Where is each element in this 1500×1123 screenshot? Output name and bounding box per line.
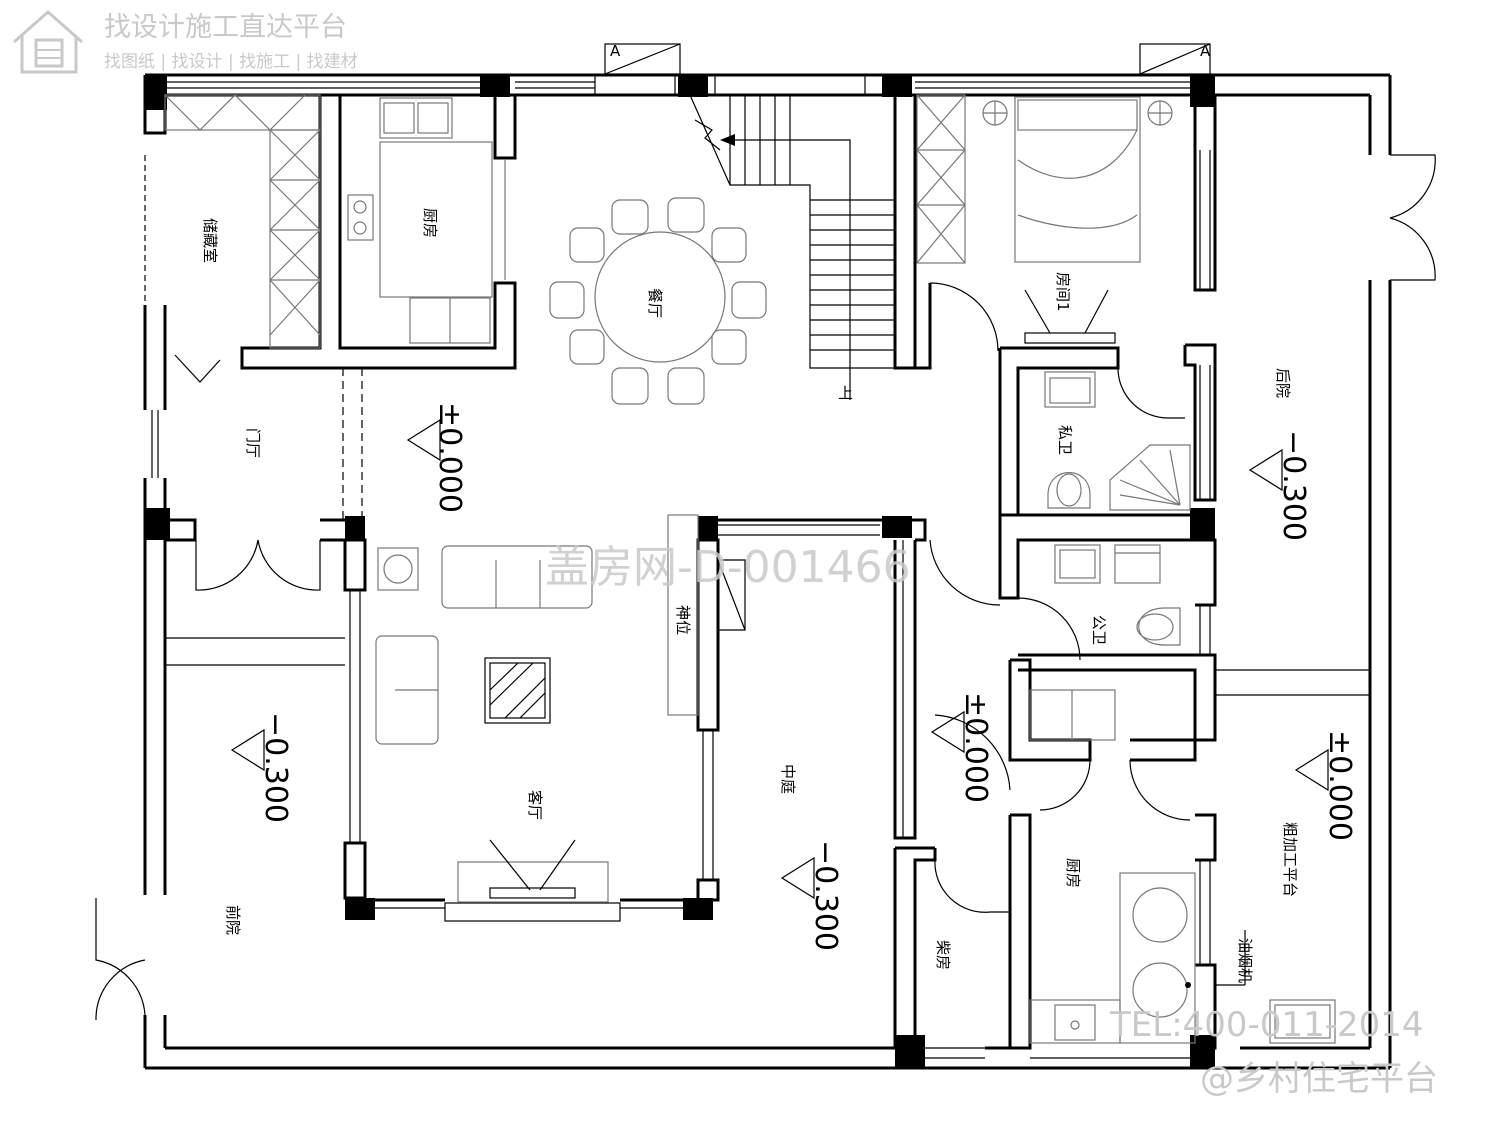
label-range-hood: 油烟机	[1236, 938, 1254, 983]
level-marker-courtyard: −0.300	[780, 840, 843, 951]
shrine-cabinet	[667, 514, 746, 716]
level-marker-front-yard: −0.300	[230, 712, 293, 823]
section-mark-right: A	[1139, 42, 1211, 75]
section-mark-left-label: A	[610, 42, 621, 60]
level-value-rough-processing: ±0.000	[1322, 730, 1357, 841]
brand-logo	[13, 9, 83, 74]
storage-shelving	[164, 94, 321, 349]
watermark-handle: @乡村住宅平台	[1200, 1059, 1438, 1099]
room-label-back-yard: 后院	[1274, 368, 1292, 398]
room-label-firewood: 柴房	[934, 940, 952, 970]
level-value-front-yard: −0.300	[258, 712, 293, 823]
room-label-bedroom1: 房间1	[1054, 272, 1072, 312]
level-value-foyer: ±0.000	[432, 402, 467, 513]
stairs-up-label: 上	[838, 384, 853, 402]
kitchen-bottom-fixtures	[1029, 872, 1336, 1044]
level-marker-back-yard: −0.300	[1248, 430, 1311, 541]
door-swings	[95, 154, 1436, 1021]
section-mark-right-label: A	[1200, 42, 1211, 60]
dining-table	[549, 197, 767, 405]
level-value-corridor: ±0.000	[958, 692, 993, 803]
watermark-center: 盖房网-D-001466	[545, 542, 911, 593]
section-mark-left: A	[604, 42, 681, 75]
bedroom1-furniture	[916, 94, 1173, 344]
room-label-shrine: 神位	[674, 605, 692, 635]
room-label-front-yard: 前院	[224, 905, 242, 935]
level-value-courtyard: −0.300	[808, 840, 843, 951]
room-label-private-bath: 私卫	[1056, 425, 1074, 455]
public-bath-fixtures	[1054, 544, 1181, 646]
room-label-living: 客厅	[526, 790, 544, 820]
level-marker-rough-processing: ±0.000	[1294, 730, 1357, 841]
level-marker-corridor: ±0.000	[930, 692, 993, 803]
room-label-kitchen-top: 厨房	[421, 208, 439, 238]
watermark-tel: TEL:400-011-2014	[1109, 1005, 1424, 1045]
structural-columns	[145, 75, 1215, 1068]
room-label-storage: 储藏室	[201, 218, 219, 263]
room-label-rough-processing: 粗加工平台	[1281, 822, 1299, 897]
room-label-dining: 餐厅	[646, 288, 664, 318]
room-label-kitchen-bottom: 厨房	[1064, 858, 1082, 888]
room-label-courtyard: 中庭	[779, 764, 797, 794]
room-label-public-bath: 公卫	[1090, 615, 1108, 645]
staircase	[689, 94, 895, 400]
private-bath-fixtures	[1044, 371, 1191, 511]
level-value-back-yard: −0.300	[1276, 430, 1311, 541]
brand-subtitle: 找图纸 | 找设计 | 找施工 | 找建材	[104, 52, 358, 72]
kitchen-top-fixtures	[347, 97, 506, 344]
living-room-furniture	[375, 545, 609, 903]
corridor-cabinet	[1029, 689, 1116, 741]
north-windows	[165, 74, 1190, 96]
level-marker-foyer: ±0.000	[406, 402, 467, 513]
room-label-foyer: 门厅	[244, 428, 262, 458]
brand-title: 找设计施工直达平台	[104, 12, 347, 43]
